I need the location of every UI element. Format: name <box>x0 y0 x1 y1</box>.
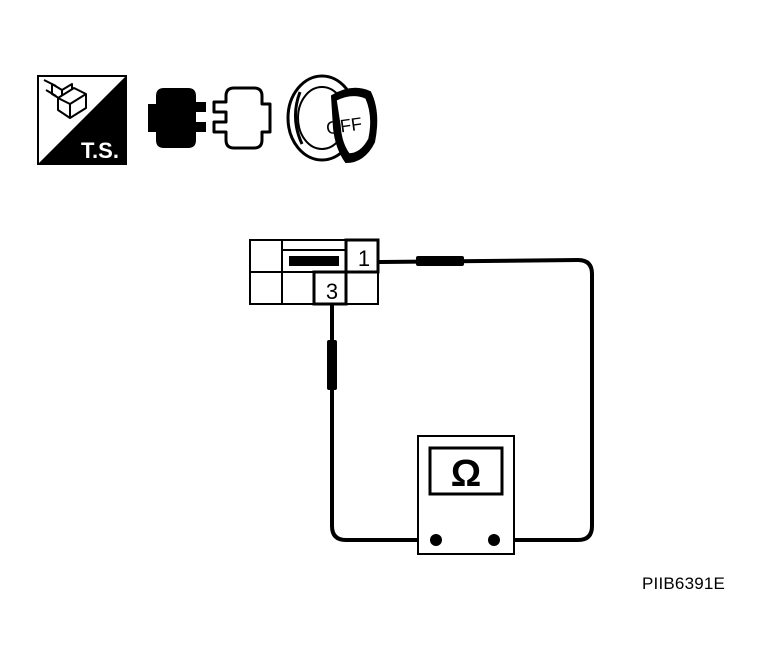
figure-id: PIIB6391E <box>642 574 726 593</box>
ignition-off-label: OFF <box>325 114 363 139</box>
ignition-key-off-icon: OFF <box>286 74 378 164</box>
disconnected-connector-icon <box>148 86 272 150</box>
harness-connector <box>249 238 380 306</box>
probe-tip-3 <box>327 340 337 390</box>
probe-wire-terminal-1 <box>377 258 594 542</box>
terminal-3-label: 3 <box>326 279 338 304</box>
ohmmeter-icon <box>417 435 515 555</box>
terminal-1-label: 1 <box>358 246 370 271</box>
probe-tip-1 <box>416 256 464 266</box>
ohm-symbol: Ω <box>451 453 481 495</box>
tech-support-icon: T.S. <box>37 75 127 165</box>
tech-support-label: T.S. <box>81 138 119 163</box>
probe-wire-terminal-3 <box>330 304 436 542</box>
